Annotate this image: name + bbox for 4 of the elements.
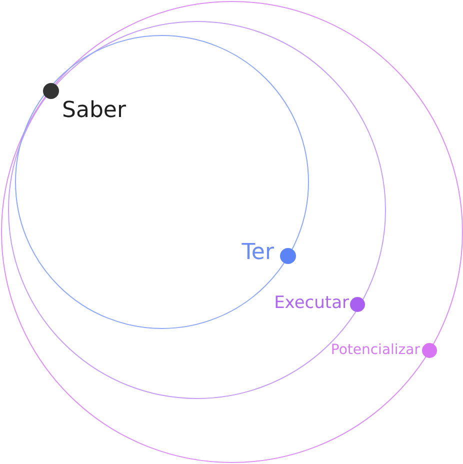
point-label: Executar [274,292,349,314]
point-label: Potencializar [330,341,420,359]
point-label: Saber [62,98,126,124]
point-label: Ter [242,240,274,266]
